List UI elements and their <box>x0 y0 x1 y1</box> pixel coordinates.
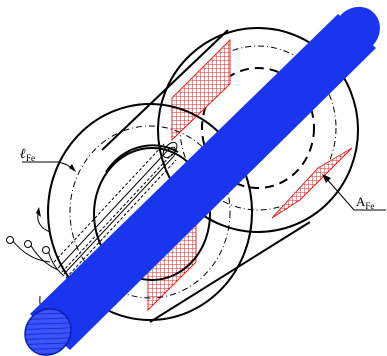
l-fe-main: ℓ <box>20 147 26 162</box>
shaft-end-front <box>24 308 72 356</box>
a-fe-sub: Fe <box>365 201 374 211</box>
front-inner-ellipse <box>93 147 211 281</box>
terminal-2 <box>24 240 32 248</box>
secondary-winding <box>6 141 178 323</box>
terminal-1 <box>6 236 14 244</box>
svg-text:AFe: AFe <box>356 194 374 211</box>
a-fe-main: A <box>356 194 366 209</box>
shaft-body <box>30 14 376 350</box>
core-front-face <box>47 103 253 321</box>
core-cross-sections <box>147 38 353 312</box>
cross-section-top <box>171 38 231 142</box>
label-a-fe: AFe <box>322 174 386 211</box>
l-fe-sub: Fe <box>26 153 35 163</box>
core-outer-body <box>101 27 359 323</box>
shaft-end-back <box>334 6 380 54</box>
terminal-3 <box>42 246 50 254</box>
front-outer-ellipse <box>47 103 253 321</box>
core-inner-hole-back <box>201 67 315 189</box>
core-front-overlap <box>105 144 179 173</box>
cross-section-right <box>271 147 353 219</box>
front-mean-path <box>69 125 231 299</box>
primary-conductor <box>24 6 380 356</box>
label-l-fe: ℓFe <box>20 147 76 172</box>
svg-text:ℓFe: ℓFe <box>20 147 35 163</box>
